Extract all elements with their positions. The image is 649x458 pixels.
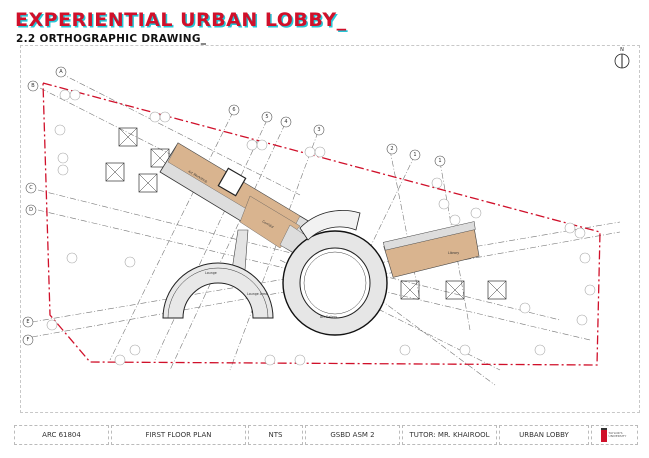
grid-bubble-5: 5 (261, 111, 273, 123)
svg-text:1: 1 (413, 152, 416, 158)
room-label-library: Library (448, 251, 459, 255)
tree-icon (438, 198, 450, 210)
svg-text:F: F (27, 337, 30, 343)
pavilion-icon (400, 280, 420, 300)
svg-text:3: 3 (317, 127, 320, 133)
svg-text:A: A (59, 69, 63, 75)
course-code: ARC 61804 (14, 425, 109, 445)
tutor: TUTOR: MR. KHAIROOL (402, 425, 497, 445)
tree-icon (304, 146, 316, 158)
library-wing: Library (382, 221, 480, 278)
pavilion-icon (445, 280, 465, 300)
room-label-corridor: Corridor (262, 219, 276, 229)
north-arrow: N (614, 47, 630, 69)
tree-icon (46, 319, 58, 331)
university-logo: TAYLOR'S UNIVERSITY (591, 425, 638, 445)
north-label: N (620, 47, 624, 53)
lounge-arc: Lounge Lounge Area (162, 262, 274, 319)
logo-text: TAYLOR'S UNIVERSITY (608, 431, 627, 438)
svg-text:E: E (26, 319, 29, 325)
drawing-name: FIRST FLOOR PLAN (111, 425, 246, 445)
scale: NTS (248, 425, 303, 445)
grid-bubble-f: F (22, 334, 34, 346)
tree-icon (59, 89, 71, 101)
svg-text:2: 2 (390, 146, 393, 152)
pavilion-icon (105, 162, 125, 182)
trees (46, 89, 596, 366)
tree-icon (449, 214, 461, 226)
svg-text:4: 4 (284, 119, 287, 125)
tree-icon (470, 207, 482, 219)
art-gallery-ring: Art Gallery (282, 209, 388, 336)
grid-bubble-1a: 1 (409, 149, 421, 161)
tree-icon (246, 139, 258, 151)
svg-text:1: 1 (438, 158, 441, 164)
svg-text:6: 6 (232, 107, 235, 113)
tree-icon (294, 354, 306, 366)
tree-icon (54, 124, 66, 136)
grid-bubble-c: C (25, 182, 37, 194)
svg-text:D: D (29, 207, 33, 213)
tree-icon (579, 252, 591, 264)
grid-bubble-1b: 1 (434, 155, 446, 167)
tree-icon (534, 344, 546, 356)
svg-text:C: C (29, 185, 33, 191)
project-name: URBAN LOBBY (499, 425, 589, 445)
tree-icon (584, 284, 596, 296)
tree-icon (149, 111, 161, 123)
tree-icon (57, 152, 69, 164)
tree-icon (519, 302, 531, 314)
tree-icon (576, 314, 588, 326)
tree-icon (574, 227, 586, 239)
tree-icon (431, 177, 443, 189)
tree-icon (314, 146, 326, 158)
grid-bubble-d: D (25, 204, 37, 216)
page-subtitle: 2.2 ORTHOGRAPHIC DRAWING_ (16, 33, 207, 45)
tree-icon (256, 139, 268, 151)
room-label-lounge: Lounge (205, 271, 217, 275)
grid-bubble-6: 6 (228, 104, 240, 116)
drawing-frame (20, 45, 640, 413)
tree-icon (124, 256, 136, 268)
room-label-art-gallery: Art Gallery (320, 315, 337, 319)
tree-icon (159, 111, 171, 123)
svg-text:5: 5 (265, 114, 268, 120)
logo-mark (600, 428, 607, 442)
grid-bubble-3: 3 (313, 124, 325, 136)
grid-bubble-b: B (27, 80, 39, 92)
tree-icon (114, 354, 126, 366)
room-label-lounge-area: Lounge Area (247, 292, 267, 296)
tree-icon (459, 344, 471, 356)
tree-icon (564, 222, 576, 234)
tree-icon (69, 89, 81, 101)
grid-bubble-a: A (55, 66, 67, 78)
grid-bubbles: A B C D E F 6 5 4 3 2 1 1 (22, 66, 446, 346)
tree-icon (399, 344, 411, 356)
pavilion-icon (118, 127, 138, 147)
grid-bubble-e: E (22, 316, 34, 328)
site-boundary (42, 82, 601, 366)
grid-bubble-4: 4 (280, 116, 292, 128)
pavilions (105, 127, 507, 300)
svg-text:B: B (31, 83, 35, 89)
page-title: EXPERIENTIAL URBAN LOBBY_ (15, 9, 347, 31)
grid-bubble-2: 2 (386, 143, 398, 155)
tree-icon (264, 354, 276, 366)
title-block: ARC 61804 FIRST FLOOR PLAN NTS GSBD ASM … (14, 425, 638, 445)
assignment: GSBD ASM 2 (305, 425, 400, 445)
bridge (231, 229, 249, 271)
tree-icon (66, 252, 78, 264)
pavilion-icon (138, 173, 158, 193)
pavilion-icon (487, 280, 507, 300)
tree-icon (57, 164, 69, 176)
tree-icon (129, 344, 141, 356)
